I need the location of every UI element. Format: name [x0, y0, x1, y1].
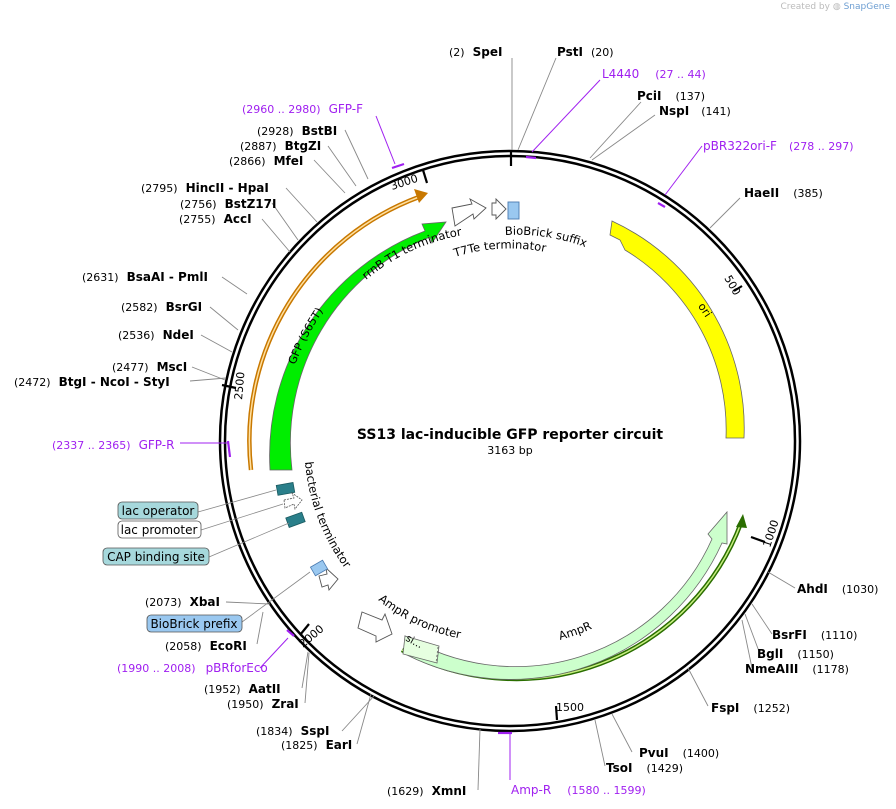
site-label: (1952)AatII	[204, 682, 281, 696]
t7te-label: T7Te terminator	[451, 237, 548, 260]
snapgene-logo-icon: ◍	[832, 2, 841, 12]
site-label: FspI(1252)	[711, 701, 790, 715]
primer-labels: L4440(27 .. 44) pBR322ori-F(278 .. 297) …	[52, 67, 854, 797]
site-label: (2058)EcoRI	[165, 639, 247, 653]
site-label: (2536)NdeI	[118, 328, 194, 342]
lac-operator-label: lac operator	[122, 504, 195, 518]
site-label: (2795)HincII - HpaI	[141, 181, 269, 195]
site-label: (2928)BstBI	[257, 124, 337, 138]
ampr-orf-arc-core	[401, 522, 742, 680]
primer-leader-lines	[180, 79, 703, 780]
primer-label: (2960 .. 2980)GFP-F	[242, 102, 363, 116]
lac-promoter-label: lac promoter	[121, 523, 198, 537]
primer-label: Amp-R(1580 .. 1599)	[511, 783, 646, 797]
biobrick-prefix-callout: BioBrick prefix	[146, 571, 311, 633]
tick-marks	[221, 152, 766, 721]
ampr-signal-divider	[435, 646, 439, 664]
site-label: (2631)BsaAI - PmlI	[82, 270, 208, 284]
plasmid-length: 3163 bp	[487, 444, 532, 457]
bacterial-terminator-arrow	[318, 566, 339, 592]
site-label: (2756)BstZ17I	[180, 197, 276, 211]
lac-promoter-arrow	[283, 491, 303, 510]
tick-label: 2500	[232, 371, 247, 400]
rrnb-terminator-arrow	[451, 197, 487, 227]
site-label: HaeII(385)	[744, 186, 823, 200]
site-label: PstI(20)	[557, 45, 614, 59]
site-label: (1834)SspI	[256, 724, 329, 738]
site-label: (2887)BtgZI	[240, 139, 321, 153]
cap-site-callout: CAP binding site	[102, 522, 290, 566]
rrnb-label: rrnB T1 terminator	[359, 224, 463, 282]
biobrick-suffix-box	[507, 201, 520, 220]
site-label: PciI(137)	[637, 89, 705, 103]
ori-feature	[609, 220, 745, 439]
snapgene-credit: Created by ◍ SnapGene	[780, 2, 890, 12]
ampr-orf-arrowhead	[736, 514, 747, 528]
site-label: (1629)XmnI	[387, 784, 466, 798]
bacterial-terminator-label: bacterial terminator	[302, 461, 354, 571]
site-label: NspI(141)	[659, 104, 731, 118]
site-label: (2582)BsrGI	[121, 300, 202, 314]
lac-operator-box	[275, 482, 296, 496]
ampr-signal-feature	[402, 635, 440, 664]
site-label: BglI(1150)	[757, 647, 834, 661]
site-label: (1950)ZraI	[227, 697, 299, 711]
site-label: (2755)AccI	[179, 212, 252, 226]
gfp-orf-arrowhead	[414, 189, 428, 203]
credit-text: Created by	[780, 2, 830, 12]
site-label: TsoI(1429)	[606, 761, 683, 775]
site-label: (2477)MscI	[112, 360, 187, 374]
primer-label: (1990 .. 2008)pBRforEco	[117, 661, 268, 675]
cap-site-label: CAP binding site	[107, 550, 205, 564]
ampr-orf-arc	[400, 522, 744, 682]
ampr-promoter-arrow	[357, 611, 393, 643]
gfp-feature	[269, 221, 447, 471]
biobrick-prefix-box	[309, 559, 329, 577]
tick-label: 1500	[556, 701, 584, 714]
site-label: BsrFI(1110)	[772, 628, 857, 642]
primer-label: L4440(27 .. 44)	[602, 67, 706, 81]
primer-label: (2337 .. 2365)GFP-R	[52, 438, 174, 452]
site-label: (2472)BtgI - NcoI - StyI	[14, 375, 170, 389]
primer-label: pBR322ori-F(278 .. 297)	[703, 139, 854, 153]
ampr-label: AmpR	[557, 618, 594, 642]
cap-site-box	[285, 511, 306, 528]
credit-brand: SnapGene	[843, 2, 890, 12]
site-leader-lines	[189, 57, 796, 791]
lac-promoter-callout: lac promoter	[117, 503, 284, 539]
tick-label: 500	[721, 273, 743, 298]
backbone-outer	[218, 149, 802, 733]
t7te-terminator-arrow	[491, 197, 507, 221]
biobrick-prefix-label: BioBrick prefix	[150, 617, 237, 631]
site-label: (2)SpeI	[449, 45, 502, 59]
site-label: AhdI(1030)	[797, 582, 878, 596]
lac-operator-callout: lac operator	[117, 489, 277, 520]
site-label: NmeAIII(1178)	[745, 662, 849, 676]
primer-markers	[226, 155, 666, 735]
site-label: (2866)MfeI	[229, 154, 303, 168]
gfp-orf-arc-core	[248, 196, 420, 471]
ampr-feature	[404, 510, 728, 680]
plasmid-name: SS13 lac-inducible GFP reporter circuit	[357, 427, 663, 443]
site-label: (2073)XbaI	[145, 595, 220, 609]
restriction-sites: (2)SpeI PstI(20) PciI(137) NspI(141) Hae…	[14, 45, 878, 798]
site-label: (1825)EarI	[281, 738, 352, 752]
site-label: PvuI(1400)	[639, 746, 719, 760]
